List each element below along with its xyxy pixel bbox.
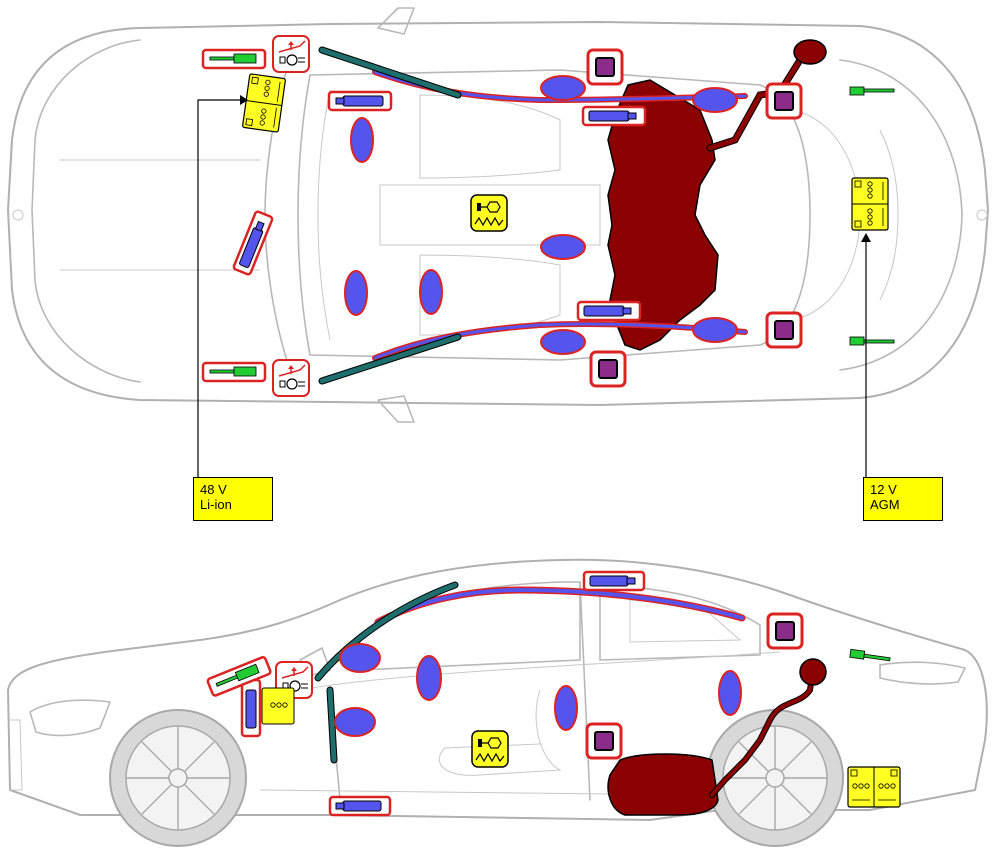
gas-strut-side-trunk bbox=[849, 648, 891, 662]
airbag-driver bbox=[350, 117, 374, 163]
top-trunk-lid bbox=[879, 129, 899, 301]
leader-line-48v bbox=[197, 99, 240, 485]
callout-12v-type: AGM bbox=[870, 497, 900, 512]
belt-tensioner-side-rear bbox=[766, 612, 804, 650]
active-hood-icon-left bbox=[272, 35, 310, 73]
top-hood-crease bbox=[60, 159, 260, 271]
fuel-filler-pipe-side-inner bbox=[710, 673, 814, 797]
top-center-console bbox=[379, 184, 601, 246]
gas-strut-hood-right bbox=[201, 361, 267, 383]
top-dashboard bbox=[317, 89, 331, 341]
airbag-knee bbox=[419, 269, 443, 315]
control-unit-icon-side bbox=[471, 730, 509, 768]
belt-tensioner-front-left bbox=[586, 48, 624, 86]
airbags-top bbox=[344, 75, 738, 355]
gas-generator-roof-mid-right bbox=[576, 300, 642, 322]
curtain-airbag-right-core bbox=[373, 322, 747, 360]
gas-generator-side-steering bbox=[240, 678, 262, 738]
gas-strut-hood-left bbox=[201, 48, 267, 70]
callout-48v-battery: 48 V Li-ion bbox=[193, 477, 273, 521]
fuel-filler-pipe-top-inner bbox=[707, 57, 803, 151]
top-mirror-left bbox=[377, 7, 415, 35]
side-view bbox=[6, 558, 988, 847]
top-view bbox=[6, 7, 990, 485]
side-grille bbox=[8, 719, 23, 791]
airbag-side-front-left bbox=[540, 75, 586, 101]
belt-tensioner-rear-right bbox=[765, 311, 803, 349]
fuel-filler-cap-top bbox=[793, 39, 827, 65]
control-unit-icon-top bbox=[470, 194, 508, 232]
battery-12v-side bbox=[847, 766, 901, 808]
belt-tensioner-side-front bbox=[585, 722, 623, 760]
gas-strut-trunk-right bbox=[849, 336, 895, 346]
side-wheel-front bbox=[109, 709, 247, 847]
fuel-tank-side bbox=[607, 753, 719, 816]
gas-generator-side-roof bbox=[582, 570, 646, 592]
airbag-passenger bbox=[344, 270, 368, 316]
fuel-filler-cap-side bbox=[799, 658, 827, 686]
callout-12v-battery: 12 V AGM bbox=[863, 477, 943, 521]
a-pillar-reinforcement-right bbox=[319, 334, 461, 384]
curtain-airbag-side-core bbox=[376, 587, 744, 624]
gas-generator-steering bbox=[232, 210, 274, 276]
airbag-side-front-right-outer bbox=[540, 329, 586, 355]
belt-tensioner-rear-left bbox=[765, 82, 803, 120]
airbag-side-knee bbox=[416, 655, 442, 701]
a-pillar-reinforcement-left bbox=[319, 47, 461, 98]
leader-arrow-12v bbox=[861, 233, 871, 242]
top-trunk-line bbox=[839, 59, 963, 371]
leader-arrow-48v bbox=[240, 95, 248, 105]
gas-generators-top bbox=[232, 90, 647, 322]
top-mirror-right bbox=[377, 395, 415, 423]
gas-strut-trunk-left bbox=[849, 86, 895, 96]
gas-strut-side-hood bbox=[206, 656, 272, 697]
airbag-side-driver-head bbox=[339, 643, 381, 673]
side-belt-line bbox=[299, 651, 781, 691]
active-hood-icon-right bbox=[272, 359, 310, 397]
top-rear-logo bbox=[976, 209, 988, 221]
side-seat bbox=[438, 689, 562, 776]
top-hood-line bbox=[31, 39, 141, 383]
battery-12v-top bbox=[851, 177, 889, 231]
belt-tensioner-front-right bbox=[589, 350, 627, 388]
belt-tensioners-top bbox=[586, 48, 803, 388]
top-front-logo bbox=[12, 209, 24, 221]
airbag-side-rear-left bbox=[692, 87, 738, 113]
airbag-side-lower bbox=[334, 707, 376, 737]
callout-48v-type: Li-ion bbox=[200, 497, 232, 512]
callout-12v-voltage: 12 V bbox=[870, 482, 897, 497]
side-headlight bbox=[29, 699, 111, 737]
top-cabin-outline bbox=[297, 69, 811, 361]
gas-generator-roof-mid-left bbox=[581, 105, 647, 127]
battery-48v-side bbox=[261, 687, 295, 725]
gas-generator-side-sill bbox=[328, 795, 392, 817]
callout-48v-voltage: 48 V bbox=[200, 482, 227, 497]
gas-generator-roof-front-left bbox=[327, 90, 393, 112]
a-pillar-reinforcement-side bbox=[315, 582, 458, 763]
battery-48v-top bbox=[242, 73, 286, 133]
airbag-side-rear bbox=[718, 670, 742, 716]
airbag-side-front-right bbox=[540, 234, 586, 260]
airbag-side-seat bbox=[554, 685, 578, 731]
airbag-side-rear-right bbox=[692, 317, 738, 343]
side-tail-light bbox=[879, 661, 966, 685]
fuel-tank-top bbox=[607, 79, 719, 351]
